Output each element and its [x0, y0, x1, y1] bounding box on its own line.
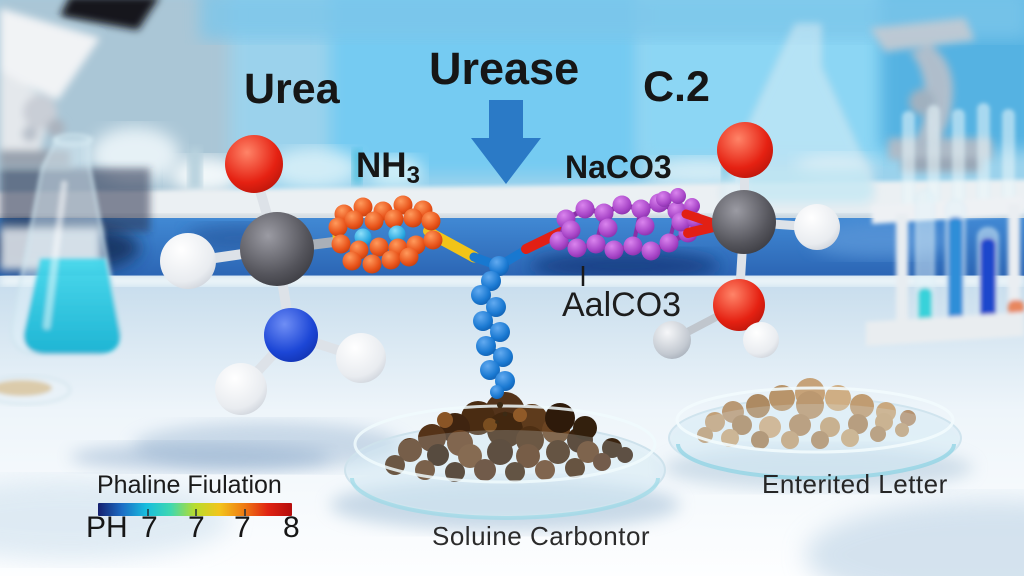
label-urease: Urease: [429, 43, 580, 94]
ph-unit-label: PH: [86, 511, 128, 544]
reaction-arrow-icon: [471, 100, 541, 184]
blue-molecule-chain: [469, 227, 566, 424]
light-soil: [697, 378, 916, 449]
urea-molecule: [160, 135, 386, 415]
product-molecule: [653, 122, 840, 359]
petri-dish-dark-soil: [344, 392, 666, 520]
ph-tick-label: 8: [283, 511, 300, 544]
flask-left-icon: [10, 133, 122, 355]
label-urea: Urea: [244, 65, 340, 113]
label-naco3: NaCO3: [565, 149, 672, 185]
ph-bar-tick: [195, 509, 197, 516]
dark-soil: [385, 392, 633, 482]
falling-particles: [495, 402, 508, 424]
petri-dish-corner: [0, 375, 71, 405]
petri-dish-light-soil: [668, 378, 962, 480]
ph-tick-label: 7: [141, 511, 158, 544]
ph-scale-title: Phaline Fiulation: [97, 471, 282, 499]
label-c2: C.2: [643, 63, 710, 111]
ph-tick-label: 7: [188, 511, 205, 544]
ph-bar-tick: [146, 509, 149, 516]
label-nh3: NH3: [356, 146, 420, 188]
test-tube-rack: [866, 103, 1024, 346]
ph-bar-tick: [243, 509, 246, 516]
orange-molecule-chain: [328, 195, 480, 274]
purple-molecule-chain: [549, 188, 703, 286]
caption-light-soil-dish: Enterited Letter: [762, 469, 948, 499]
label-nh3-subscript: 3: [406, 162, 420, 189]
label-aalco3: AalCO3: [562, 286, 682, 324]
ph-tick-label: 7: [234, 511, 251, 544]
caption-dark-soil-dish: Soluine Carbontor: [432, 521, 651, 551]
label-nh3-main: NH: [356, 146, 407, 185]
ph-gradient-bar: [98, 503, 292, 516]
